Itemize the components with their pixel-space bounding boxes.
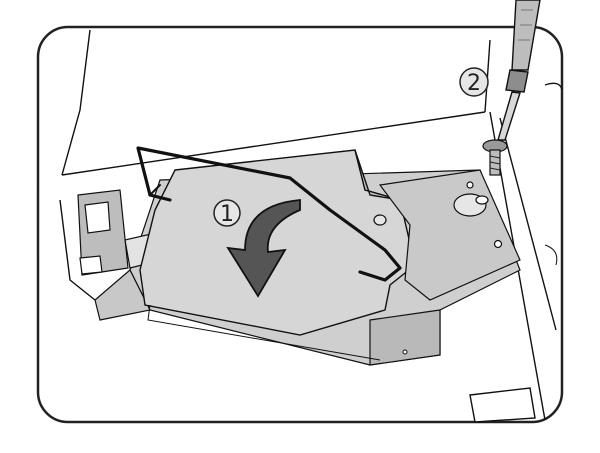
lamp-mount-plate <box>373 169 521 301</box>
screwdriver-icon <box>497 0 541 141</box>
chassis-details <box>147 244 558 361</box>
lamp-module <box>139 149 416 336</box>
step-2-label: 2 <box>467 71 481 96</box>
screw-icon <box>482 139 508 176</box>
step-1-marker: 1 <box>213 199 241 227</box>
left-bracket <box>77 189 163 276</box>
step-2-circle <box>459 67 489 97</box>
step-2-marker: 2 <box>459 67 489 97</box>
step-1-label: 1 <box>220 202 234 227</box>
lamp-handle-icon <box>136 146 402 282</box>
rotate-arrow-icon <box>226 199 301 298</box>
step-1-circle <box>213 199 241 227</box>
